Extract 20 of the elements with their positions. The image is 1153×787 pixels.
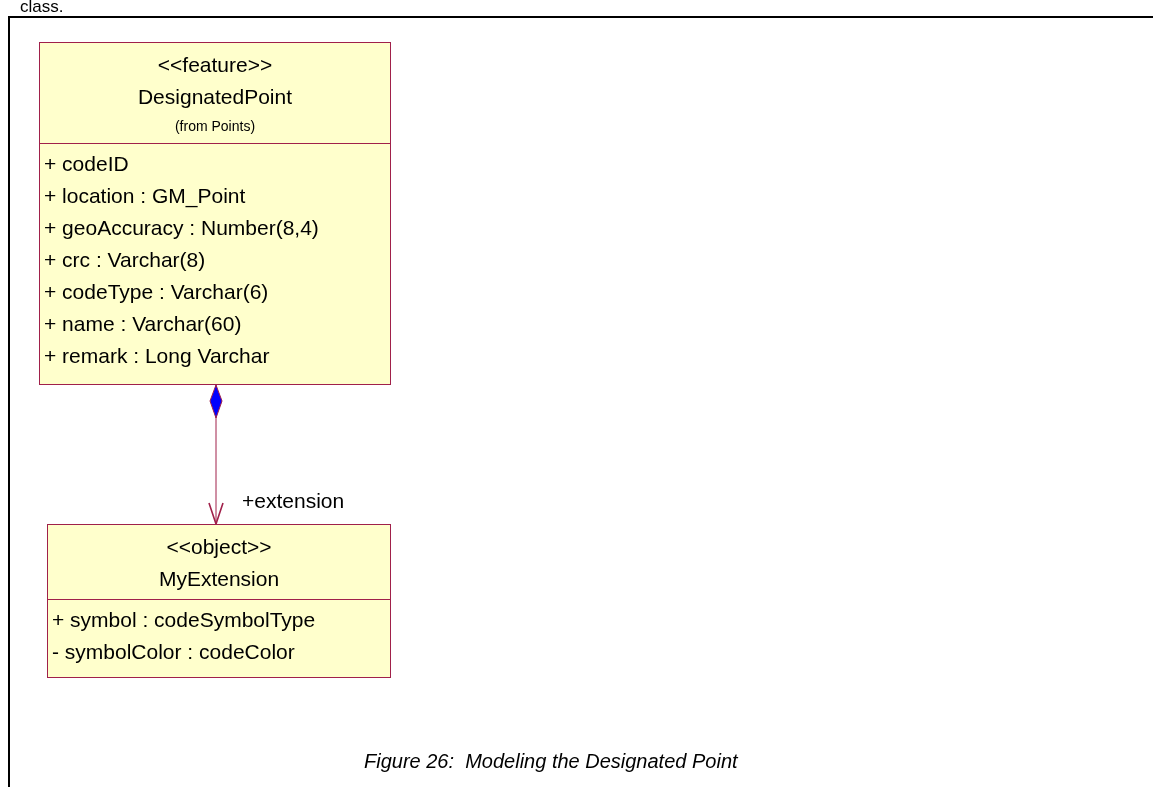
attribute: + codeID bbox=[44, 151, 130, 177]
class-name: DesignatedPoint bbox=[136, 84, 294, 110]
composition-connector bbox=[208, 384, 224, 525]
class-box bbox=[39, 42, 391, 385]
text-fragment: class. bbox=[20, 0, 64, 17]
attribute: + crc : Varchar(8) bbox=[44, 247, 207, 273]
attribute: + codeType : Varchar(6) bbox=[44, 279, 270, 305]
figure-caption: Figure 26: Modeling the Designated Point bbox=[364, 750, 738, 773]
stereotype: <<feature>> bbox=[156, 52, 274, 78]
attribute: + name : Varchar(60) bbox=[44, 311, 243, 337]
attribute: + location : GM_Point bbox=[44, 183, 247, 210]
package-note: (from Points) bbox=[173, 117, 257, 136]
role-label: +extension bbox=[242, 489, 345, 513]
attribute: + symbol : codeSymbolType bbox=[52, 607, 317, 633]
stereotype: <<object>> bbox=[165, 534, 273, 560]
attribute: + geoAccuracy : Number(8,4) bbox=[44, 215, 320, 241]
attribute: - symbolColor : codeColor bbox=[52, 639, 296, 665]
class-box bbox=[47, 524, 391, 678]
class-name: MyExtension bbox=[157, 566, 281, 592]
attribute: + remark : Long Varchar bbox=[44, 343, 271, 369]
